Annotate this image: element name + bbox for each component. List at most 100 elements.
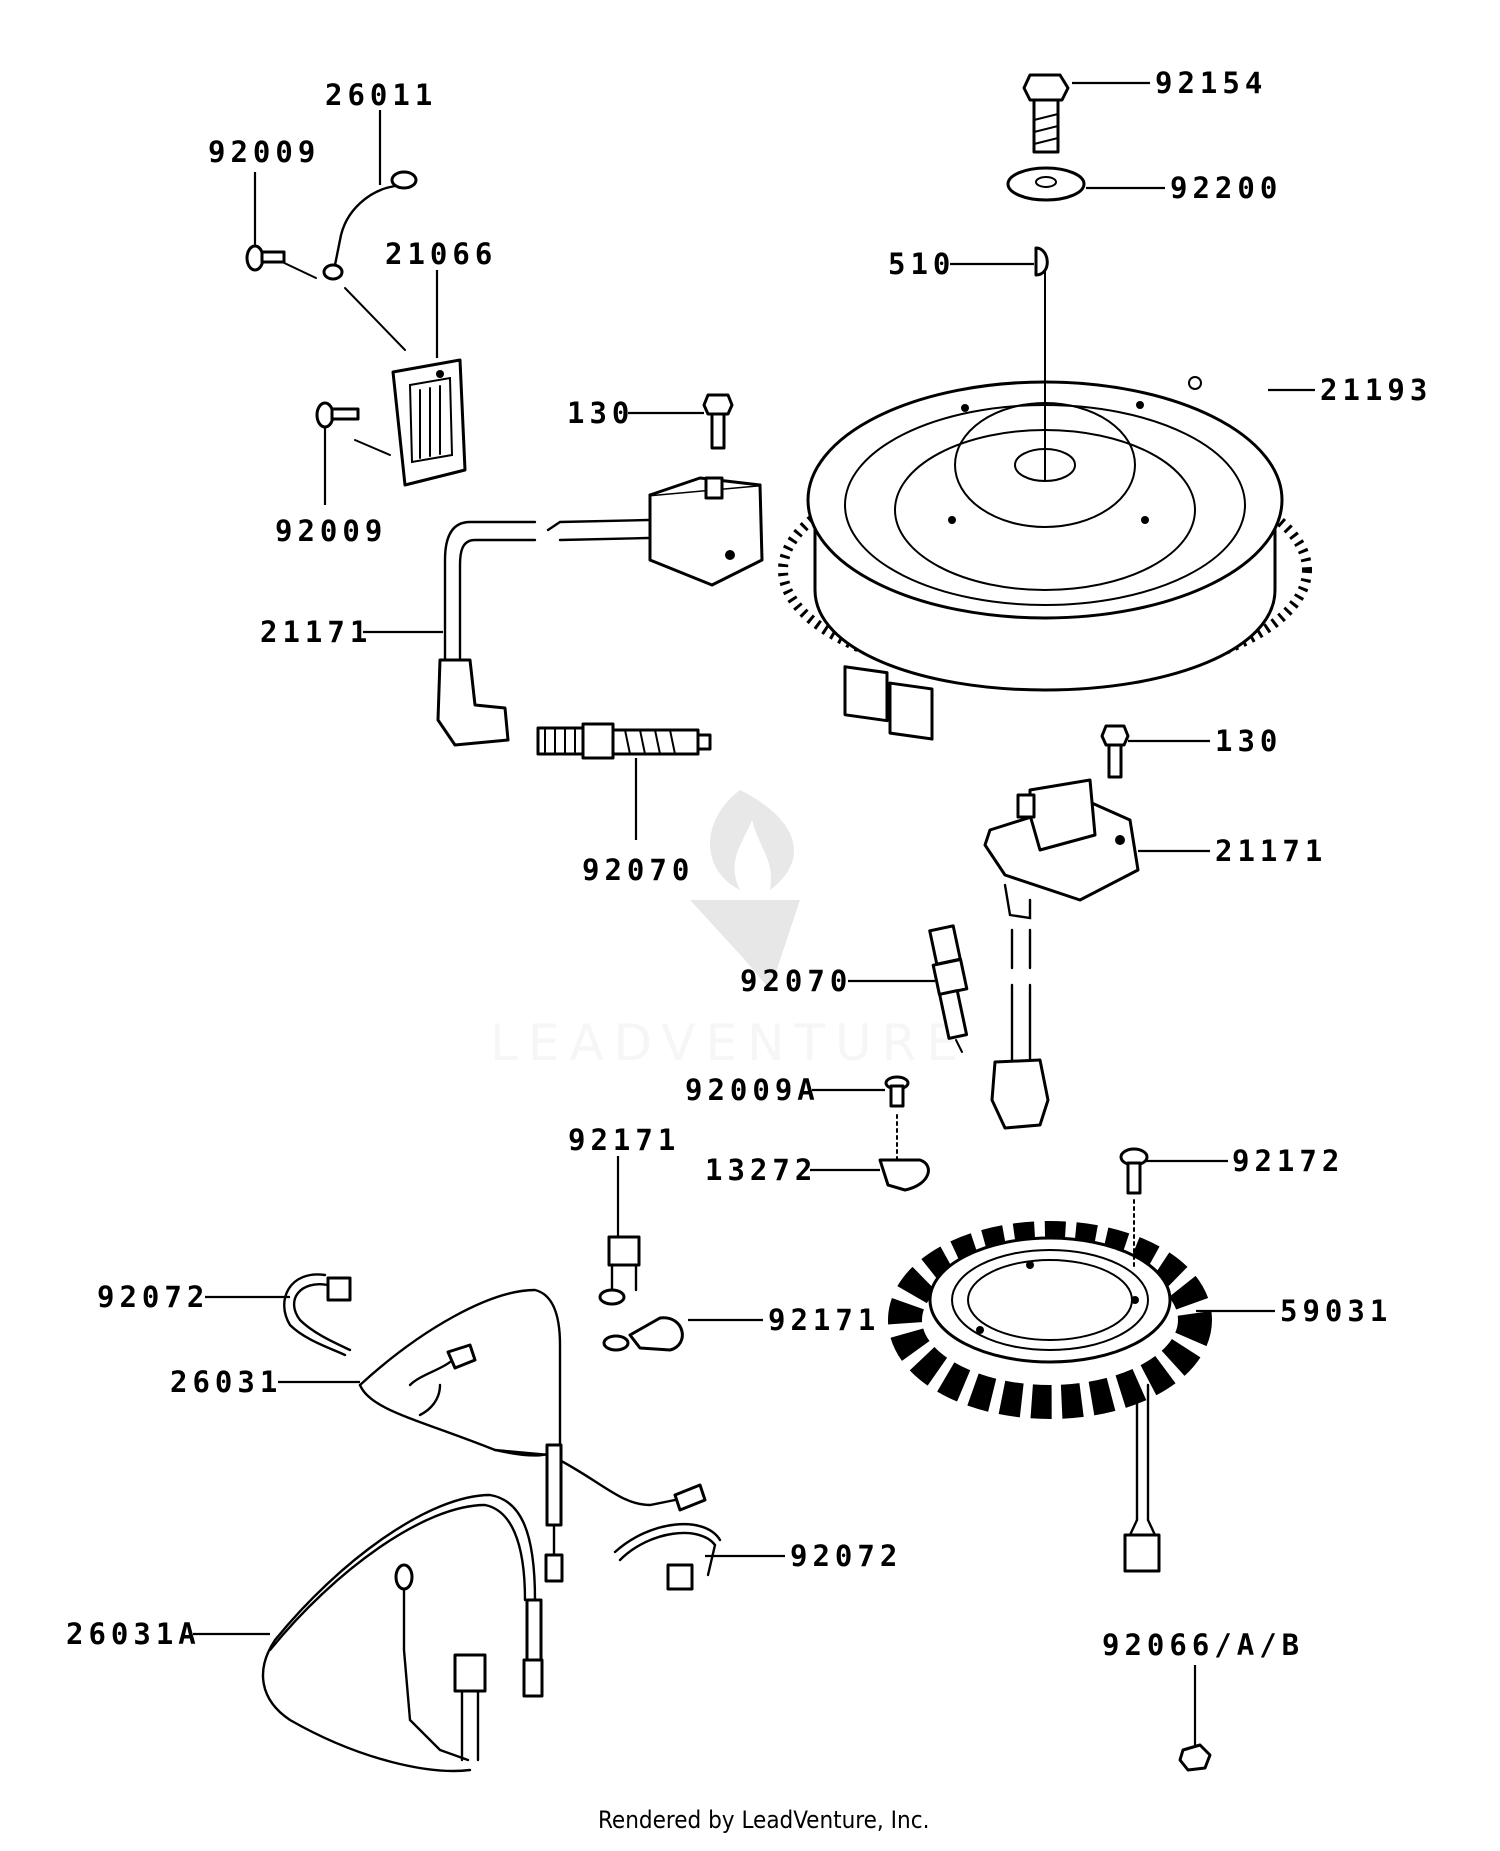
part-label-510: 510 — [888, 247, 955, 281]
regulator-hole — [436, 370, 444, 378]
lead-ring-terminal — [390, 170, 418, 190]
spark-plug-electrode — [955, 1039, 963, 1053]
clamp-92171-right — [602, 1316, 684, 1352]
flame-logo-icon — [710, 790, 794, 890]
flywheel-magnet — [888, 681, 934, 741]
clamp-ring — [602, 1334, 630, 1352]
harness-ring-terminal — [394, 1563, 414, 1591]
stator-lead — [1135, 1383, 1150, 1522]
harness-connector — [453, 1653, 487, 1693]
woodruff-key-510 — [1034, 246, 1049, 277]
part-label-13272: 13272 — [705, 1153, 817, 1187]
harness-wire — [402, 1588, 470, 1762]
flywheel-ring-gear — [778, 455, 1312, 685]
spark-plug-hex — [931, 957, 969, 997]
ignition-coil-21171-left — [436, 476, 764, 747]
v-logo-icon — [690, 900, 800, 990]
coil-tab — [704, 476, 724, 500]
leader-lines — [193, 81, 1315, 1745]
bolt-130-right — [1100, 724, 1130, 779]
stator-59031 — [888, 1221, 1212, 1573]
part-label-92172: 92172 — [1232, 1144, 1344, 1178]
part-label-92072-right: 92072 — [790, 1539, 902, 1573]
clamp-body — [628, 1316, 684, 1352]
part-label-26031A: 26031A — [66, 1617, 201, 1651]
ignition-coil-21171-right — [983, 778, 1140, 1130]
band-strap — [283, 1273, 347, 1357]
part-label-92171-right: 92171 — [768, 1303, 880, 1337]
part-label-21171-right: 21171 — [1215, 834, 1327, 868]
stator-hole — [976, 1326, 984, 1334]
nut-92066 — [1178, 1743, 1212, 1772]
regulator-fin-lines — [419, 385, 441, 459]
harness-26031A — [261, 1493, 544, 1773]
stator-connector — [1123, 1533, 1161, 1573]
spark-plug-92070-left — [536, 722, 712, 760]
flywheel-bolt-hole — [1188, 376, 1202, 390]
regulator-21066 — [391, 358, 467, 487]
part-label-130-right: 130 — [1215, 724, 1282, 758]
part-label-21193: 21193 — [1320, 373, 1432, 407]
coil-lead-stub — [1003, 883, 1032, 920]
part-label-92009-top: 92009 — [208, 135, 320, 169]
harness-wire — [418, 1383, 442, 1417]
bolt-thread — [1033, 113, 1059, 145]
clamp-strap — [610, 1263, 638, 1292]
spark-plug-cap — [436, 658, 510, 747]
washer-hole — [1035, 176, 1057, 188]
coil-high-tension-lead — [1010, 983, 1032, 1062]
harness-wire — [268, 1503, 527, 1652]
part-label-92171-top: 92171 — [568, 1123, 680, 1157]
bolt-shank — [1107, 743, 1123, 779]
coil-high-tension-lead — [1010, 928, 1032, 970]
part-labels: 92154 92200 510 21193 26011 92009 21066 … — [66, 66, 1432, 1662]
clamp-body — [607, 1235, 641, 1267]
harness-wire — [358, 1288, 562, 1447]
screw-92172 — [1119, 1147, 1149, 1271]
part-label-92154: 92154 — [1155, 66, 1267, 100]
spark-plug-thread-lines — [624, 729, 676, 755]
harness-wire — [460, 1689, 480, 1762]
ground-lead-26011 — [322, 170, 418, 281]
part-label-130-top: 130 — [567, 396, 634, 430]
bolt-head — [702, 393, 734, 416]
part-label-92009A: 92009A — [685, 1073, 820, 1107]
clamp-92171-top — [598, 1235, 641, 1306]
harness-sleeve — [545, 1443, 563, 1527]
assembly-dash-line — [354, 439, 391, 456]
stator-inner-rim — [951, 1249, 1149, 1351]
band-strap — [618, 1531, 717, 1577]
harness-26031 — [358, 1288, 707, 1583]
screw-92009A — [884, 1075, 910, 1161]
part-label-92070-right: 92070 — [740, 964, 852, 998]
washer-92200 — [1006, 166, 1086, 202]
band-head — [666, 1563, 694, 1591]
harness-sleeve — [525, 1598, 543, 1662]
spark-plug-hex — [581, 722, 615, 760]
harness-wire — [358, 1383, 557, 1457]
spark-plug-terminal — [928, 924, 962, 966]
coil-high-tension-lead — [443, 520, 537, 662]
stator-hole — [1131, 1296, 1139, 1304]
flywheel-magnet — [843, 665, 889, 723]
leadventure-watermark: LEADVENTURE — [490, 790, 968, 1072]
spark-plug-electrode — [696, 733, 712, 751]
band-strap — [293, 1283, 352, 1352]
screw-shank — [330, 407, 360, 421]
stator-hole — [1026, 1261, 1034, 1269]
part-label-21066: 21066 — [385, 237, 497, 271]
coil-lead-stub — [546, 518, 650, 542]
screw-92009-top — [245, 244, 286, 272]
spark-plug-thread — [938, 989, 969, 1040]
harness-connector — [522, 1658, 544, 1698]
band-head — [326, 1276, 352, 1302]
footer-credit: Rendered by LeadVenture, Inc. — [598, 1806, 929, 1834]
harness-wire — [493, 1448, 677, 1507]
lead-ring-terminal — [322, 263, 344, 281]
coil-mount-hole — [1115, 835, 1125, 845]
watermark-text: LEADVENTURE — [490, 1014, 968, 1072]
part-label-92066: 92066/A/B — [1102, 1628, 1304, 1662]
flywheel-bolt-hole — [1141, 516, 1149, 524]
coil-mount-hole — [725, 550, 735, 560]
flywheel-bolt-hole — [1136, 401, 1144, 409]
